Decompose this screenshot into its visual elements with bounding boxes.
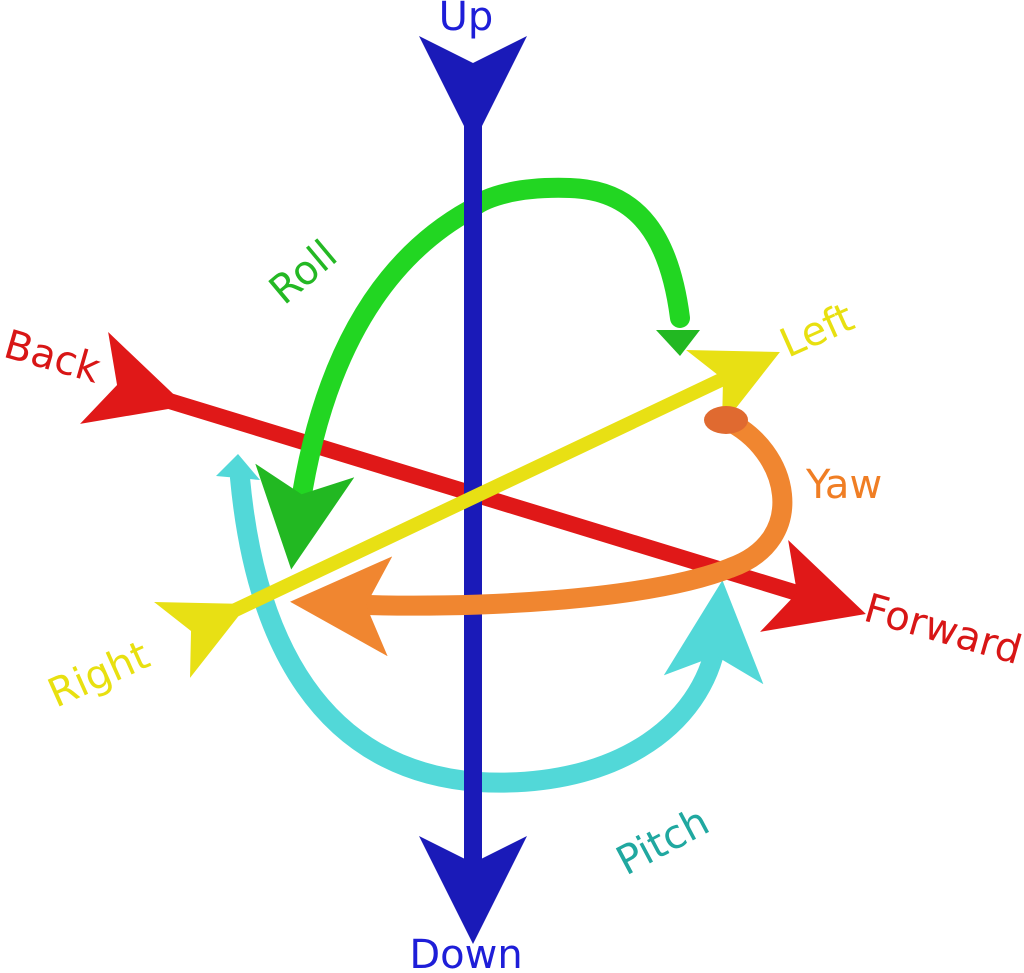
label-right: Right bbox=[41, 632, 156, 717]
yaw-arc bbox=[290, 410, 793, 657]
yaw-arc-tail bbox=[704, 406, 748, 434]
label-left: Left bbox=[773, 294, 860, 367]
label-yaw: Yaw bbox=[805, 462, 882, 508]
roll-arc bbox=[255, 177, 690, 570]
label-down: Down bbox=[409, 932, 522, 973]
roll-arc-start-head bbox=[656, 330, 700, 356]
label-forward: Forward bbox=[859, 585, 1024, 674]
label-pitch: Pitch bbox=[609, 798, 717, 884]
label-roll: Roll bbox=[261, 232, 346, 314]
pitch-arc-start-head bbox=[216, 454, 260, 480]
label-up: Up bbox=[439, 0, 494, 40]
label-back: Back bbox=[0, 322, 106, 393]
